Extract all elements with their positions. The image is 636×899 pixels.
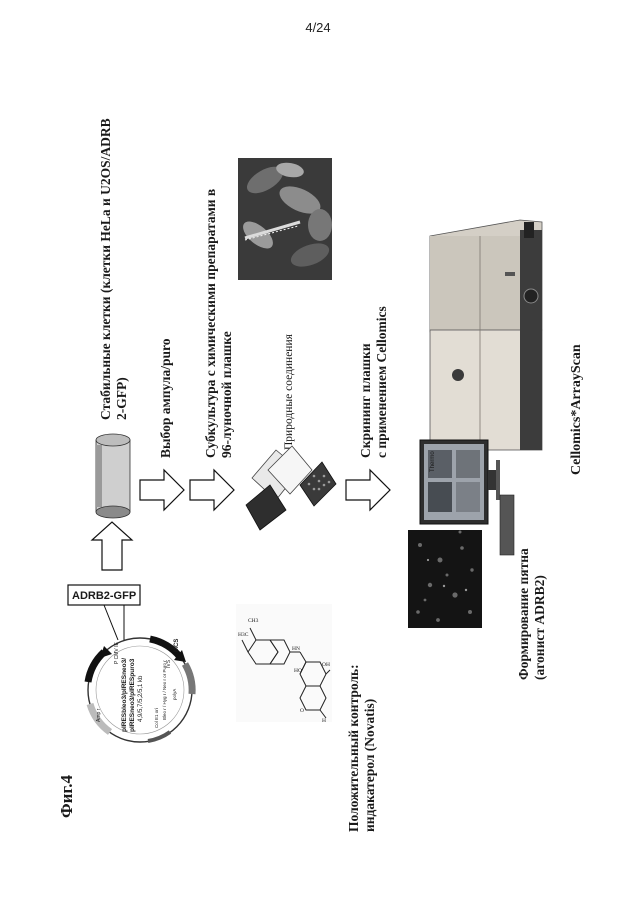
plasmid-feature-pcmv: P CMV IE [114,641,120,664]
arrow-right-2 [190,470,234,510]
natural-compounds-text: Природные соединения [283,333,295,450]
svg-text:H3C: H3C [238,632,249,638]
plasmid-map: pIRESbleo3/pIRESneo3/ pIRESneo3/pIRESpur… [88,638,192,742]
instrument-name: Cellomics*ArrayScan [569,344,584,475]
screening-line2: с применением Cellomics [374,306,389,458]
svg-text:HO: HO [294,668,302,674]
petri-dish [96,434,130,518]
svg-text:CH3: CH3 [248,618,259,624]
stable-cells-line1: Стабильные клетки (клетки HeLa и U2OS/AD… [98,118,113,420]
svg-text:O: O [300,708,304,714]
spot-formation-line2: (агонист ADRB2) [532,575,547,680]
screen-brand: Thermo [430,451,436,472]
screening-line1: Скрининг плашки [358,343,373,458]
plasmid-feature-mcs: MCS [174,639,180,652]
arrow-up [92,522,132,570]
svg-text:HN: HN [292,646,300,652]
subculture-line2: 96-луночной плашке [219,331,234,458]
positive-control-line2: индакатерол (Novatis) [362,699,377,832]
positive-control-line1: Положительный контроль: [346,664,361,832]
stable-cells-line2: 2-GFP) [114,377,129,420]
svg-text:H: H [322,718,326,724]
plasmid-feature-resistance: Bleo r / Hyg r / Neo r or Puro r [162,660,167,720]
spot-formation-line1: Формирование пятна [516,548,531,680]
arrayscan-instrument: Thermo [420,220,542,555]
figure-label: Фиг.4 [57,775,76,818]
plasmid-size: 4,9/5,7/5,2/5,1 kb [138,675,144,722]
plasmid-name-line2: pIRESneo3/pIRESpuro3 [129,658,136,732]
arrow-right-1 [140,470,184,510]
svg-text:OH: OH [322,662,330,668]
well-plates [246,446,336,530]
plasmid-feature-amp: Amp r [96,708,102,722]
spot-formation-image [408,530,482,628]
insert-label: ADRB2-GFP [72,590,136,602]
selection-text: Выбор ампула/puro [158,338,173,458]
plasmid-name-line1: pIRESbleo3/pIRESneo3/ [121,658,128,732]
plasmid-feature-ori: Col E1 ori [154,708,159,728]
arrow-right-3 [346,470,390,510]
insert-label-box: ADRB2-GFP [68,585,140,640]
subculture-line1: Субкультура с химическими препаратами в [203,189,218,458]
plasmid-feature-polya: polyA [172,689,177,700]
natural-compound-photo [238,158,332,280]
